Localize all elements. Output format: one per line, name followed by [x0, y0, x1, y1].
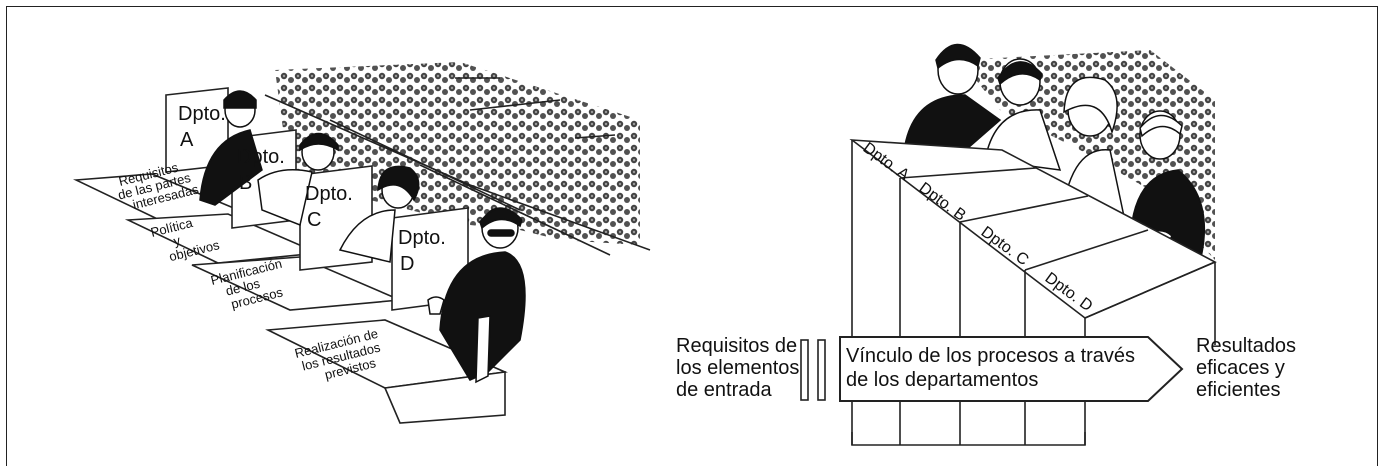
left-dept-letter-c: C [307, 209, 321, 231]
arrow-label-line-1: Vínculo de los procesos a través [846, 345, 1135, 367]
left-dept-letter-b: B [239, 172, 252, 194]
input-label-line-3: de entrada [676, 379, 773, 401]
arrow-label-line-2: de los departamentos [846, 369, 1038, 391]
input-label-line-2: los elementos [676, 357, 799, 379]
left-dept-letter-d: D [400, 253, 414, 275]
right-illustration: Dpto. A Dpto. B Dpto. C Dpto. D Requisit… [676, 43, 1296, 446]
left-stage-2-line-2: y [172, 232, 182, 248]
left-crowd [275, 62, 640, 245]
figure-frame [6, 6, 1378, 466]
left-floor [383, 371, 506, 424]
process-arrow [839, 336, 1184, 402]
left-dept-label-a-1: Dpto. [178, 103, 226, 125]
output-label-line-1: Resultados [1196, 335, 1296, 357]
left-dept-label-b-1: Dpto. [237, 146, 285, 168]
left-dept-label-c-1: Dpto. [305, 183, 353, 205]
input-bar-1 [800, 339, 809, 401]
left-dept-letter-a: A [180, 129, 194, 151]
input-bar-2 [817, 339, 826, 401]
left-illustration: Dpto. Dpto. Dpto. Dpto. Requisitos de la… [72, 62, 651, 424]
left-dept-label-d-1: Dpto. [398, 227, 446, 249]
output-label-line-3: eficientes [1196, 379, 1281, 401]
output-label-line-2: eficaces y [1196, 357, 1285, 379]
input-label-line-1: Requisitos de [676, 335, 797, 357]
right-people [904, 43, 1206, 263]
left-workers [199, 90, 526, 384]
